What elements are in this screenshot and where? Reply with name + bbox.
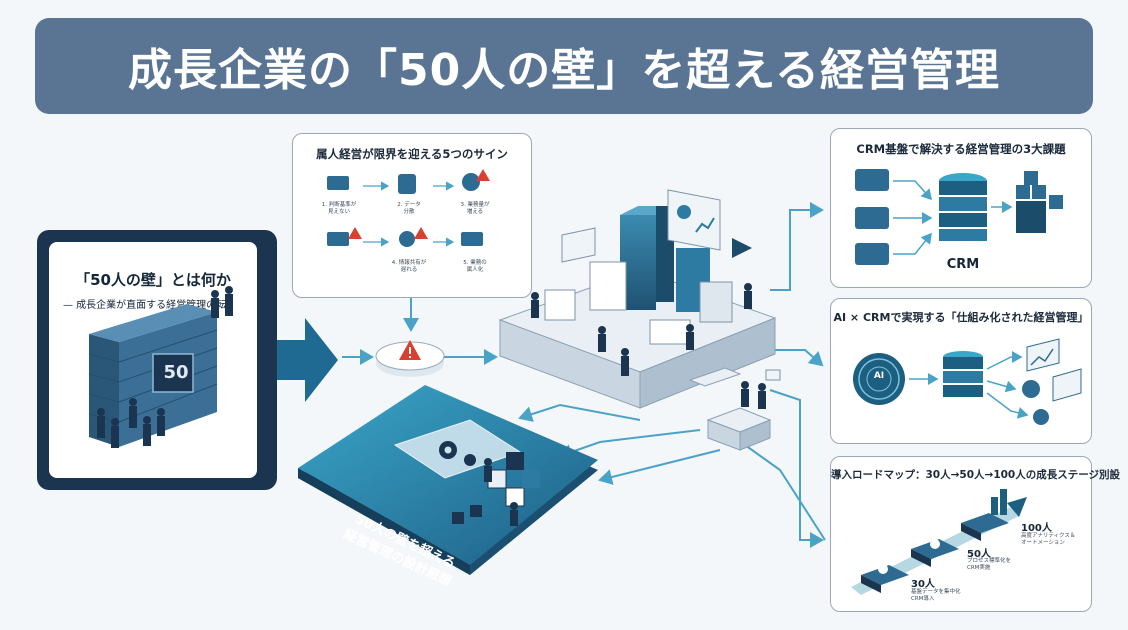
alert-icon [348,227,362,239]
gear-icon [930,539,940,549]
stage-steps [861,513,1009,593]
process-icon [461,232,483,246]
arrow-hub-to-platform-3 [598,449,721,485]
crm-illustration [855,169,1063,265]
arrow-hub-lower [744,444,826,541]
ai-illustration [853,338,1082,425]
warning-signs-card: 属人経営が限界を迎える5つのサイン 1. 判断基準が 見えない 2. データ 分… [292,133,532,298]
ai-crm-card-title: AI × CRMで実現する「仕組み化された経営管理」 [833,311,1089,324]
crm-card: CRM基盤で解決する経営管理の3大課題 CRM [830,128,1092,288]
ai-brain-icon [853,353,905,405]
sign-label-2: 2. データ 分散 [397,202,421,215]
hub-dashboards [561,189,781,381]
page-title: 成長企業の「50人の壁」を超える経営管理 [128,45,1000,96]
ai-label: AI [873,371,885,381]
sign-label-3: 3. 業務量が 増える [460,202,490,215]
server-icon [943,351,983,397]
people-icon [878,564,888,574]
team-icon [855,169,889,191]
signs-illustrations [327,169,490,247]
people-icon [399,231,415,247]
milestone-label-100: 100人 [1021,523,1052,534]
fifty-wall-card-title: 「50人の壁」とは何か [75,271,231,289]
alert-icon [414,227,428,239]
hub-towers [544,206,733,345]
hub-people [531,283,766,409]
team-icon [327,232,349,246]
person-desk-icon [855,243,889,265]
analytics-icons [1022,338,1082,425]
gear-icon [462,173,480,191]
design-platform [298,385,598,575]
fifty-wall-card: 「50人の壁」とは何か — 成長企業が直面する経営管理の転 [37,230,277,490]
crm-label: CRM [946,257,980,272]
warning-node [375,340,445,377]
fifty-wall-card-body: 「50人の壁」とは何か — 成長企業が直面する経営管理の転 [49,242,257,478]
arrow-hub-to-roadmap [769,389,824,548]
roadmap-card: 導入ロードマップ：30人→50人→100人の成長ステージ別設 30人 基盤データ… [830,456,1121,612]
wall-number: 50 [163,362,189,383]
arrow-hub-to-ai [770,349,824,367]
ai-crm-card: AI × CRMで実現する「仕組み化された経営管理」 AI [830,298,1092,444]
central-hub [498,189,781,451]
arrow-hub-to-platform [518,403,641,422]
computer-icon [855,207,889,229]
warning-signs-title: 属人経営が限界を迎える5つのサイン [316,147,508,161]
sign-label-1: 1. 判断基準が 見えない [321,202,357,215]
crowd-people [97,286,233,448]
growth-arrow-head [1007,497,1027,517]
crm-card-title: CRM基盤で解決する経営管理の3大課題 [856,142,1066,156]
milestone-desc-50: プロセス標準化を CRM実施 [967,558,1012,571]
milestone-label-30: 30人 [911,579,935,590]
arrow-hub-to-platform-2 [558,429,701,460]
wall-illustration [88,286,233,448]
database-icon [398,174,416,194]
milestone-desc-30: 基盤データを集中化 CRM導入 [911,589,961,602]
arrow-hub-to-crm [770,202,824,291]
growth-bars [991,489,1007,515]
person-desk-icon [327,176,349,190]
title-banner: 成長企業の「50人の壁」を超える経営管理 [35,18,1093,114]
crm-server-icon [939,173,987,241]
alert-icon [476,169,490,181]
roadmap-card-title: 導入ロードマップ：30人→50人→100人の成長ステージ別設 [831,469,1121,481]
milestone-desc-100: 高度アナリティクス＆ オートメーション [1021,533,1076,546]
brick-wall [88,304,218,447]
roadmap-illustration [851,489,1027,595]
big-arrow-right [277,318,338,402]
milestone-label-50: 50人 [967,549,991,560]
sign-label-4: 4. 情報共有が 遅れる [391,260,427,273]
sign-label-5: 5. 業務の 属人化 [463,260,487,273]
gear-icon [1033,409,1049,425]
cube-stack-icon [1016,171,1063,233]
fifty-wall-card-subtitle: — 成長企業が直面する経営管理の転 [63,300,227,311]
